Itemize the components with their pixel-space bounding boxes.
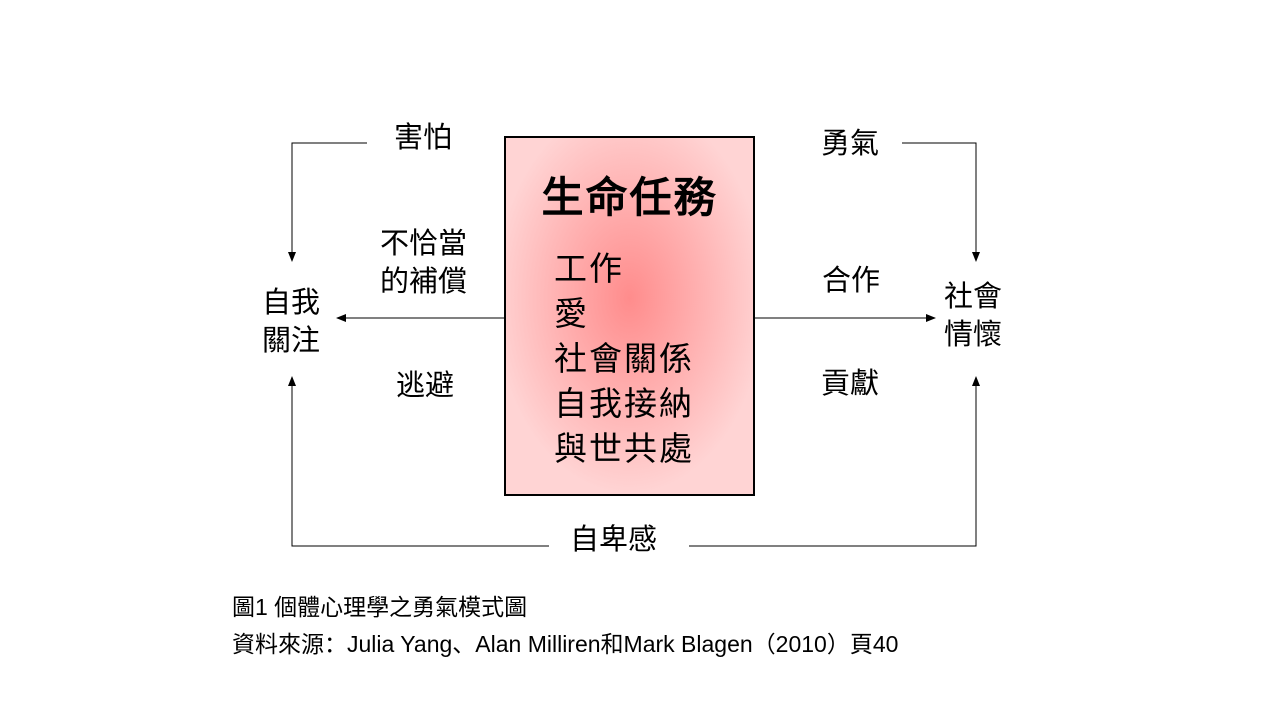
arrow-courage-to-social-interest: [902, 142, 980, 262]
life-task-item: 工作: [554, 249, 624, 288]
arrow-inferiority-to-self-focus: [288, 376, 549, 547]
node-self-focus: 自我 關注: [262, 283, 320, 359]
figure-caption: 圖1 個體心理學之勇氣模式圖: [232, 594, 528, 620]
label-courage: 勇氣: [821, 126, 880, 160]
node-self-focus-line: 關注: [262, 323, 321, 357]
life-task-item: 與世共處: [554, 429, 694, 468]
life-tasks-list: 工作 愛 社會關係 自我接納 與世共處: [554, 246, 694, 471]
label-inappropriate-compensation-line: 不恰當: [380, 226, 468, 260]
node-self-focus-line: 自我: [262, 285, 321, 319]
life-tasks-box: 生命任務 工作 愛 社會關係 自我接納 與世共處: [504, 136, 755, 496]
arrow-inferiority-to-social-interest: [689, 376, 980, 547]
label-fear: 害怕: [394, 120, 453, 154]
label-inferiority: 自卑感: [560, 520, 668, 558]
node-social-interest-line: 情懷: [944, 317, 1003, 351]
node-social-interest: 社會 情懷: [944, 277, 1002, 353]
life-task-item: 自我接納: [554, 384, 694, 423]
label-inappropriate-compensation-line: 的補償: [380, 264, 468, 298]
life-tasks-title: 生命任務: [541, 173, 718, 222]
label-contribution: 貢獻: [821, 366, 880, 400]
figure-source: 資料來源：Julia Yang、Alan Milliren和Mark Blage…: [232, 631, 899, 657]
life-task-item: 社會關係: [554, 339, 694, 378]
arrow-fear-to-self-focus: [288, 142, 367, 262]
label-cooperation: 合作: [822, 263, 881, 297]
life-task-item: 愛: [554, 294, 589, 333]
label-inappropriate-compensation: 不恰當 的補償: [380, 224, 467, 300]
label-avoidance: 逃避: [396, 368, 455, 402]
node-social-interest-line: 社會: [944, 279, 1003, 313]
